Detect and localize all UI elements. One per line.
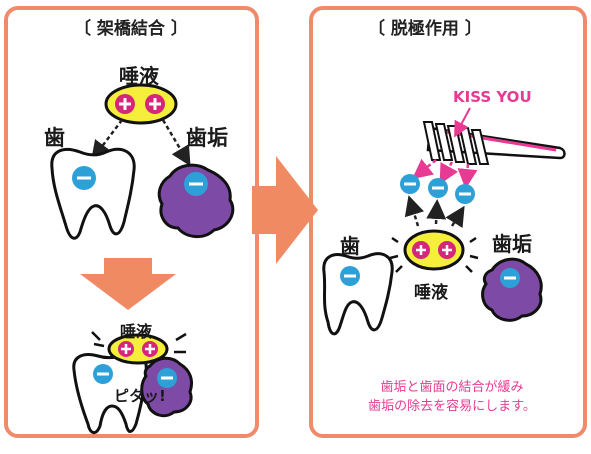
bonded-tooth-icon (72, 351, 148, 434)
saliva-molecule-icon (107, 333, 169, 365)
minus-icon (500, 268, 520, 288)
minus-icon (340, 266, 360, 286)
minus-icon (400, 174, 420, 194)
dashed-arrow (161, 119, 191, 167)
vibration-lines (389, 236, 479, 273)
tooth-icon (322, 252, 394, 336)
tooth-icon (50, 147, 136, 240)
bottom-saliva-label: 唾液 (120, 322, 153, 341)
plaque-icon (481, 257, 543, 322)
right-panel-title: 〔 脱極作用 〕 (368, 19, 482, 39)
impact-lines (91, 331, 187, 354)
saliva-molecule-icon (403, 229, 465, 271)
caption-line-1: 歯垢と歯面の結合が緩み (380, 380, 524, 395)
plus-icon (115, 94, 135, 114)
plus-icon (145, 94, 165, 114)
plus-icon (118, 341, 134, 357)
saliva-molecule-icon (104, 83, 178, 125)
minus-icon (428, 178, 448, 198)
minus-icon (72, 166, 96, 190)
stick-text: ピタッ! (114, 387, 166, 405)
bonded-plaque-icon (140, 356, 194, 418)
saliva-label: 唾液 (119, 64, 159, 88)
caption-line-2: 歯垢の除去を容易にします。 (368, 399, 536, 414)
pink-pointer-line (454, 107, 471, 138)
arrow-right-icon (252, 156, 318, 264)
minus-icon (157, 368, 177, 388)
tooth-label-right: 歯 (340, 234, 360, 258)
plaque-label: 歯垢 (186, 126, 228, 150)
toothbrush-icon (422, 121, 566, 165)
arrow-down-icon (80, 258, 176, 310)
minus-icon (455, 184, 475, 204)
plaque-label-right: 歯垢 (492, 232, 532, 256)
left-panel-title: 〔 架橋結合 〕 (74, 19, 188, 39)
minus-icon (184, 172, 208, 196)
plus-icon (438, 241, 456, 259)
plus-icon (142, 341, 158, 357)
plaque-icon (157, 163, 235, 238)
dashed-arrow (90, 119, 123, 161)
saliva-label-right: 唾液 (414, 283, 448, 303)
brush-brand-label: KISS YOU (453, 88, 532, 106)
plus-icon (412, 241, 430, 259)
minus-icon (93, 364, 113, 384)
tooth-label: 歯 (44, 126, 65, 150)
